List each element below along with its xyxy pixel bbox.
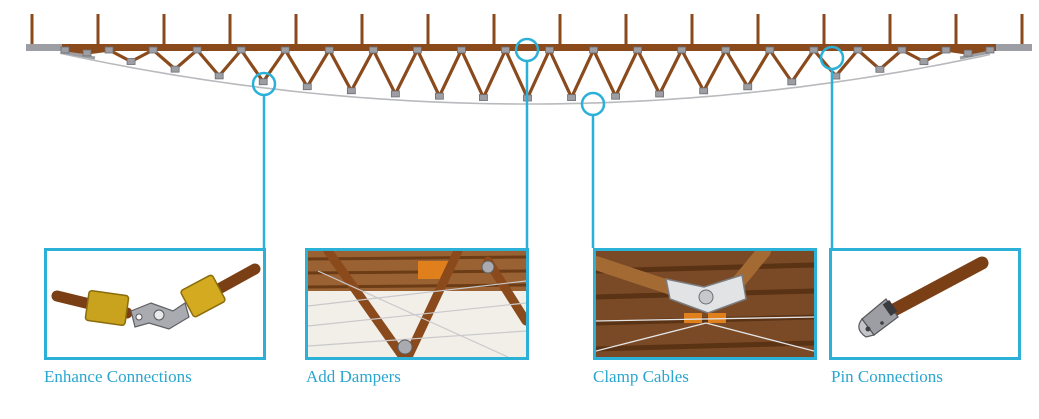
web-member bbox=[349, 48, 375, 93]
callout-marker bbox=[580, 91, 606, 117]
truss-joint bbox=[192, 46, 202, 54]
truss-joint bbox=[302, 83, 312, 91]
top-chord bbox=[30, 44, 1028, 51]
pin-end-icon bbox=[832, 251, 1018, 357]
web-member bbox=[834, 48, 860, 78]
caption-clamp-cables: Clamp Cables bbox=[593, 367, 689, 386]
truss-joint bbox=[324, 46, 334, 54]
callout-marker bbox=[514, 37, 540, 63]
truss-joint bbox=[457, 46, 466, 54]
truss-joint bbox=[875, 65, 885, 73]
truss-joint bbox=[743, 83, 753, 91]
web-member bbox=[217, 48, 243, 78]
truss-joint bbox=[258, 78, 268, 86]
truss-joint bbox=[897, 46, 907, 54]
truss-joint bbox=[963, 49, 973, 57]
web-member bbox=[283, 48, 309, 89]
web-member bbox=[613, 48, 640, 98]
detail-pin-connections bbox=[829, 248, 1021, 360]
web-member bbox=[261, 48, 287, 84]
truss-joint bbox=[435, 92, 444, 100]
web-member bbox=[680, 48, 706, 93]
web-member bbox=[305, 48, 331, 89]
truss-joint bbox=[633, 46, 643, 54]
caption-enhance-connections: Enhance Connections bbox=[44, 367, 192, 386]
detail-clamp-cables bbox=[593, 248, 817, 360]
pipe-joint-icon bbox=[47, 251, 263, 357]
damper-icon bbox=[308, 251, 526, 357]
truss-joint bbox=[479, 94, 488, 101]
truss-joint bbox=[60, 46, 70, 54]
truss-joint bbox=[390, 90, 400, 98]
cable-clamp-icon bbox=[596, 251, 814, 357]
truss-joint bbox=[941, 46, 951, 54]
truss-joint bbox=[809, 46, 819, 54]
truss-joint bbox=[611, 92, 620, 100]
truss-joint bbox=[545, 46, 554, 54]
callout-marker bbox=[251, 71, 277, 97]
right-bearing bbox=[996, 44, 1032, 51]
truss-joint bbox=[368, 46, 378, 54]
truss-joint bbox=[280, 46, 290, 54]
truss-joint bbox=[721, 46, 731, 54]
web-member bbox=[437, 48, 464, 98]
detail-add-dampers bbox=[305, 248, 529, 360]
caption-pin-connections: Pin Connections bbox=[831, 367, 943, 386]
web-member bbox=[569, 48, 596, 100]
web-member bbox=[547, 48, 574, 100]
truss-joint bbox=[148, 46, 158, 54]
truss-joint bbox=[765, 46, 775, 54]
web-member bbox=[415, 48, 442, 98]
web-member bbox=[768, 48, 794, 84]
truss-joint bbox=[412, 46, 422, 54]
web-member bbox=[503, 48, 530, 100]
web-member bbox=[481, 48, 508, 100]
truss-joint bbox=[567, 94, 576, 101]
truss-joint bbox=[589, 46, 598, 54]
truss-joint bbox=[126, 58, 136, 65]
truss-joint bbox=[853, 46, 863, 54]
web-member bbox=[459, 48, 486, 100]
caption-add-dampers: Add Dampers bbox=[306, 367, 401, 386]
truss-joint bbox=[787, 78, 797, 86]
web-member bbox=[702, 48, 728, 93]
truss-joint bbox=[919, 58, 929, 66]
truss-joint bbox=[170, 65, 180, 73]
truss-joint bbox=[104, 46, 114, 54]
truss-joint bbox=[985, 46, 995, 54]
web-member bbox=[746, 48, 772, 89]
truss-joint bbox=[346, 87, 356, 95]
truss-joint bbox=[501, 46, 510, 54]
end-brace-right bbox=[959, 50, 991, 60]
truss-joint bbox=[677, 46, 687, 54]
web-member bbox=[724, 48, 750, 89]
truss-joint bbox=[655, 90, 665, 98]
truss-joint bbox=[82, 49, 92, 57]
web-member bbox=[591, 48, 618, 98]
web-member bbox=[195, 48, 221, 78]
web-member bbox=[371, 48, 397, 96]
web-member bbox=[393, 48, 419, 96]
web-member bbox=[525, 48, 552, 100]
truss-joint bbox=[699, 87, 709, 95]
detail-enhance-connections bbox=[44, 248, 266, 360]
truss-joint bbox=[214, 72, 224, 80]
web-member bbox=[636, 48, 662, 96]
web-member bbox=[790, 48, 816, 84]
truss-joint bbox=[236, 46, 246, 54]
web-member bbox=[658, 48, 684, 96]
web-member bbox=[239, 48, 265, 84]
web-member bbox=[327, 48, 353, 93]
callout-marker bbox=[819, 45, 845, 71]
left-bearing bbox=[26, 44, 62, 51]
bottom-cable bbox=[59, 52, 991, 105]
